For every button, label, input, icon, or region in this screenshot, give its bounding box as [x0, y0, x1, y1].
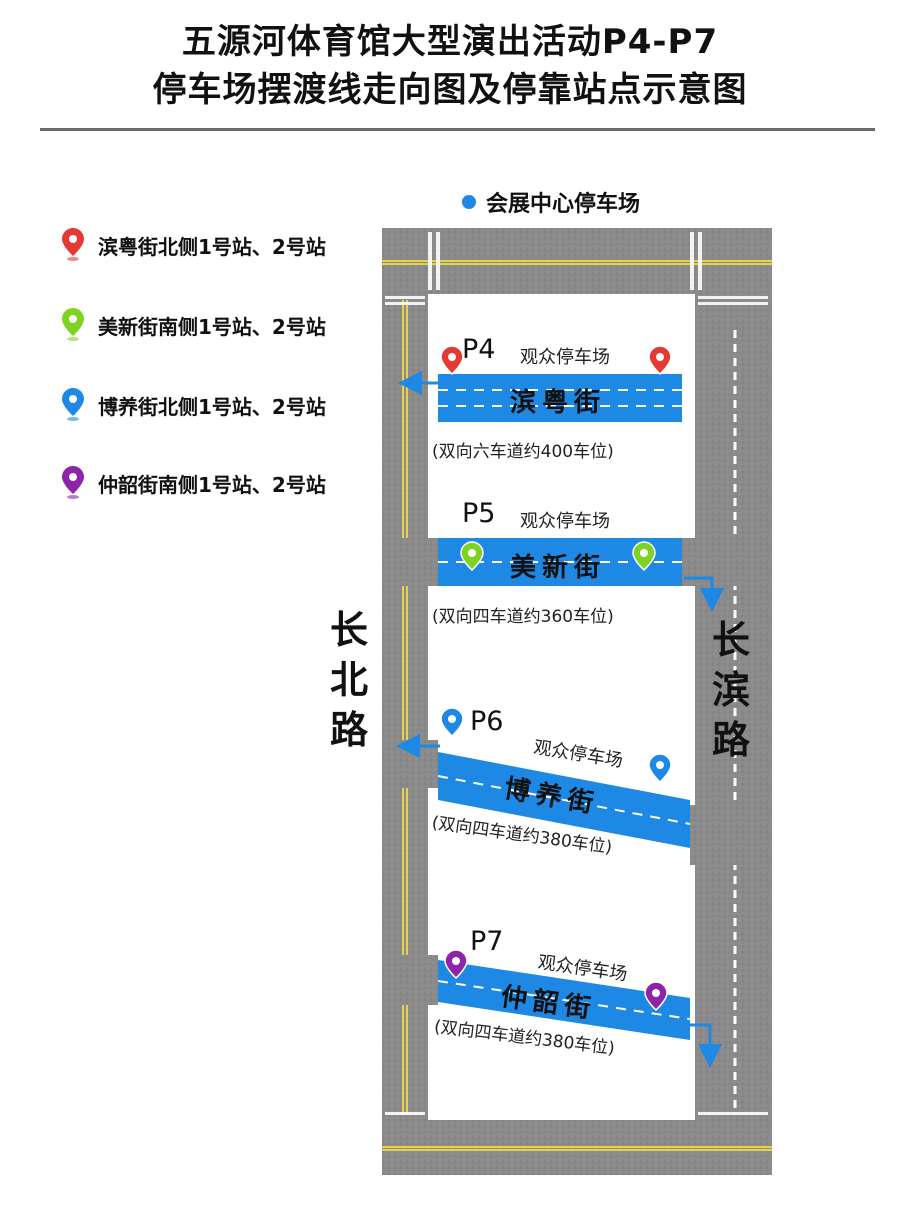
green-pin-icon — [632, 541, 656, 572]
blue-dot-icon — [462, 195, 476, 209]
blue-pin-icon — [62, 388, 84, 421]
purple-pin-icon — [644, 981, 668, 1012]
exhibition-parking-label: 会展中心停车场 — [486, 192, 641, 217]
purple-pin-icon — [62, 466, 84, 499]
legend-item-green: 美新街南侧1号站、2号站 — [62, 308, 326, 342]
green-pin-icon — [460, 541, 484, 572]
title-line1: 五源河体育馆大型演出活动P4-P7 — [181, 22, 719, 62]
lot-p5-capacity: (双向四车道约360车位) — [432, 607, 614, 627]
exhibition-parking-header: 会展中心停车场 — [462, 186, 640, 218]
red-pin-icon — [440, 345, 464, 376]
legend-label-green: 美新街南侧1号站、2号站 — [98, 314, 326, 339]
legend-item-red: 滨粤街北侧1号站、2号站 — [62, 228, 326, 262]
lot-p5-street: 美新街 — [510, 553, 607, 583]
lot-p5-id: P5 — [462, 498, 496, 529]
lot-p4-street: 滨粤街 — [510, 388, 607, 418]
blue-pin-icon — [440, 707, 464, 738]
lot-p6-id: P6 — [470, 706, 504, 737]
legend-item-blue: 博养街北侧1号站、2号站 — [62, 388, 326, 422]
lot-p5-type: 观众停车场 — [520, 511, 610, 532]
arrow-p5-down — [684, 576, 724, 612]
binyue-street — [438, 374, 682, 422]
changbei-road-label: 长北路 — [329, 608, 368, 752]
legend-label-purple: 仲韶街南侧1号站、2号站 — [98, 472, 326, 497]
blue-pin-icon — [648, 753, 672, 784]
red-pin-icon — [648, 345, 672, 376]
title-divider — [40, 128, 875, 131]
lot-p4-type: 观众停车场 — [520, 347, 610, 368]
green-pin-icon — [62, 308, 84, 341]
lot-p4-id: P4 — [462, 334, 496, 365]
title-line2: 停车场摆渡线走向图及停靠站点示意图 — [152, 70, 748, 110]
lot-p7-id: P7 — [470, 926, 504, 957]
legend-label-blue: 博养街北侧1号站、2号站 — [98, 394, 326, 419]
changbin-road-label: 长滨路 — [711, 618, 750, 762]
lot-p4-capacity: (双向六车道约400车位) — [432, 442, 614, 462]
purple-pin-icon — [444, 949, 468, 980]
red-pin-icon — [62, 228, 84, 261]
legend-label-red: 滨粤街北侧1号站、2号站 — [98, 234, 326, 259]
legend-item-purple: 仲韶街南侧1号站、2号站 — [62, 466, 326, 500]
arrow-p7-down — [684, 1023, 722, 1068]
